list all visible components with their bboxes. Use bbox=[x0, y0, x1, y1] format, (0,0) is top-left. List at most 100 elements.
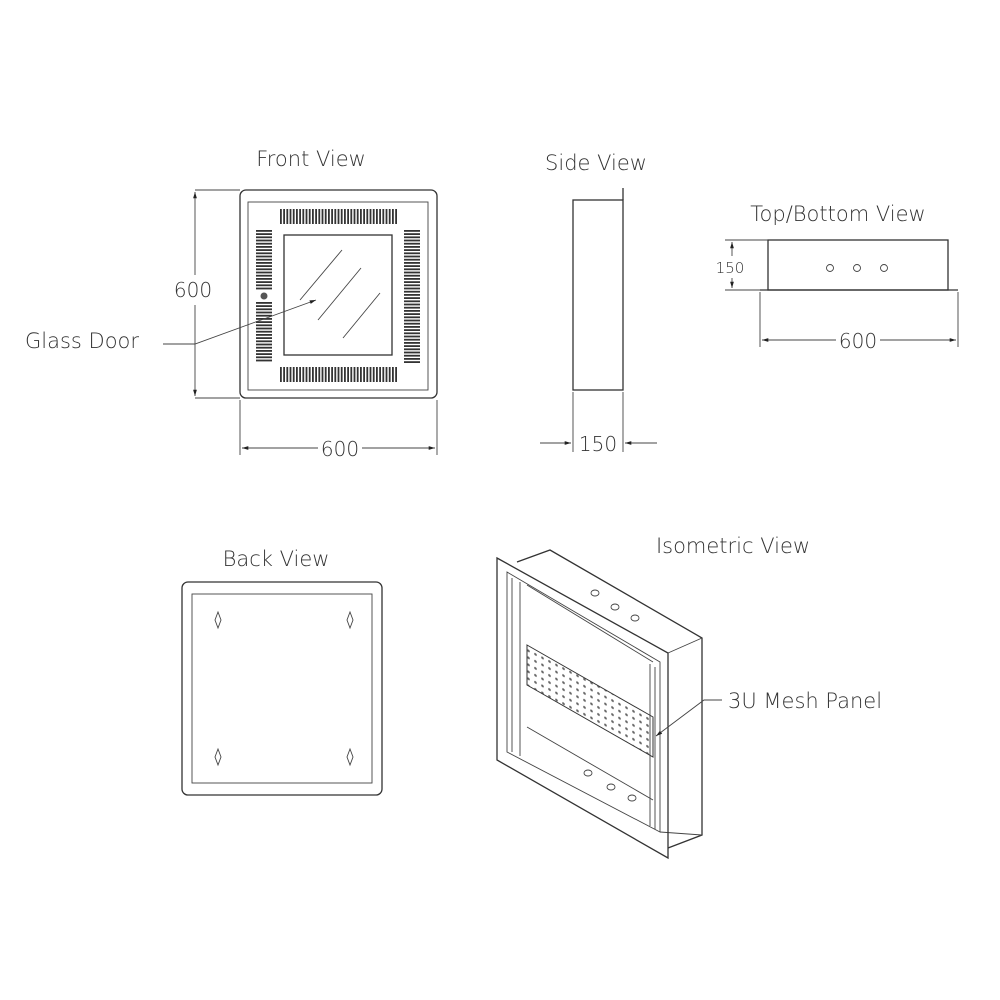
vent-slot bbox=[256, 324, 272, 327]
vent-slot bbox=[256, 343, 272, 346]
vent-slot bbox=[344, 367, 346, 382]
vent-slot bbox=[404, 246, 420, 248]
side-profile bbox=[572, 199, 624, 391]
vent-slot bbox=[376, 209, 378, 224]
mounting-hole bbox=[346, 747, 354, 767]
vent-slot bbox=[363, 209, 365, 224]
vent-slot bbox=[404, 239, 420, 242]
vent-slot bbox=[334, 367, 337, 382]
cable-hole bbox=[853, 264, 861, 272]
vent-slot bbox=[404, 351, 420, 354]
vent-slot bbox=[353, 367, 356, 382]
front-view: Front View 600 600 Glass Door bbox=[25, 147, 438, 461]
vent-slot bbox=[344, 209, 346, 224]
vent-slot bbox=[256, 284, 272, 287]
vent-slot bbox=[366, 209, 369, 224]
glass-window bbox=[283, 234, 393, 356]
vent-slot bbox=[404, 274, 420, 277]
vent-slot bbox=[404, 265, 420, 267]
vent-slot bbox=[404, 300, 420, 303]
vent-slot bbox=[404, 233, 420, 235]
vent-slot bbox=[283, 209, 285, 224]
vent-slot bbox=[318, 209, 321, 224]
vent-slot bbox=[256, 242, 272, 245]
vent-slot bbox=[404, 306, 420, 309]
vent-slot bbox=[404, 255, 420, 258]
vent-slot bbox=[404, 313, 420, 315]
glass-reflection bbox=[317, 267, 362, 321]
vent-slot bbox=[360, 367, 362, 382]
vent-slot bbox=[256, 350, 272, 352]
vent-slot bbox=[404, 252, 420, 255]
isometric-view: Isometric View 3U Mesh Panel bbox=[496, 534, 882, 860]
vent-slot bbox=[256, 249, 272, 251]
vent-slot bbox=[318, 367, 321, 382]
vent-slot bbox=[404, 322, 420, 325]
vent-slot bbox=[340, 209, 343, 224]
vent-slot bbox=[256, 278, 272, 280]
mounting-hole bbox=[214, 747, 222, 767]
vent-slot bbox=[256, 334, 272, 336]
vent-slot bbox=[404, 262, 420, 264]
vent-slot bbox=[308, 367, 311, 382]
iso-rail-left bbox=[511, 578, 521, 756]
top-bottom-view-title: Top/Bottom View bbox=[750, 202, 925, 226]
vent-slot bbox=[404, 271, 420, 274]
vent-slot bbox=[356, 209, 359, 224]
back-view: Back View bbox=[181, 547, 383, 796]
vent-slot bbox=[350, 209, 353, 224]
vent-slot bbox=[256, 268, 272, 271]
iso-box-edge bbox=[659, 831, 703, 836]
vent-slot bbox=[385, 367, 388, 382]
iso-shelf-line bbox=[526, 584, 654, 663]
back-panel bbox=[191, 593, 373, 784]
vent-slot bbox=[331, 367, 333, 382]
cable-hole bbox=[590, 589, 600, 597]
vent-slot bbox=[404, 242, 420, 245]
front-width-dim: 600 bbox=[321, 437, 359, 461]
iso-box-edge bbox=[667, 637, 703, 654]
vent-slot bbox=[286, 367, 289, 382]
back-outer-frame bbox=[181, 581, 383, 796]
vent-slot bbox=[404, 358, 420, 360]
vent-slot bbox=[312, 367, 314, 382]
vent-slot bbox=[256, 327, 272, 330]
vent-slot bbox=[395, 367, 397, 382]
vent-slot bbox=[324, 209, 327, 224]
vent-slot bbox=[379, 367, 381, 382]
vent-slot bbox=[385, 209, 388, 224]
side-depth-dim: 150 bbox=[579, 432, 617, 456]
vent-slot bbox=[308, 209, 311, 224]
front-outer-frame bbox=[239, 189, 438, 399]
vent-slot bbox=[256, 356, 272, 359]
vent-slot bbox=[292, 367, 295, 382]
mounting-hole bbox=[346, 610, 354, 630]
glass-door-leader bbox=[163, 299, 317, 345]
mounting-hole bbox=[214, 610, 222, 630]
vent-slot bbox=[404, 310, 420, 312]
vent-slot bbox=[256, 330, 272, 333]
vent-slot bbox=[353, 209, 356, 224]
cable-hole bbox=[583, 769, 593, 777]
vent-slot bbox=[280, 367, 282, 382]
vent-slot bbox=[382, 367, 385, 382]
vent-slot bbox=[347, 367, 349, 382]
vent-slot bbox=[296, 367, 298, 382]
glass-door-label: Glass Door bbox=[25, 329, 139, 353]
vent-slot bbox=[289, 367, 292, 382]
vent-slot bbox=[328, 367, 330, 382]
vent-slot bbox=[404, 338, 420, 341]
vent-slot bbox=[280, 209, 282, 224]
vent-slot bbox=[299, 367, 301, 382]
vent-slot bbox=[256, 321, 272, 323]
vent-slot bbox=[283, 367, 285, 382]
top-bottom-view: Top/Bottom View 150 600 bbox=[716, 202, 959, 353]
vent-slot bbox=[388, 367, 391, 382]
vent-slot bbox=[404, 230, 420, 232]
vent-slot bbox=[347, 209, 349, 224]
vent-slot bbox=[404, 326, 420, 328]
vent-slot bbox=[334, 209, 337, 224]
vent-slot bbox=[256, 265, 272, 267]
vent-slot bbox=[404, 348, 420, 351]
vent-slots bbox=[256, 209, 420, 382]
